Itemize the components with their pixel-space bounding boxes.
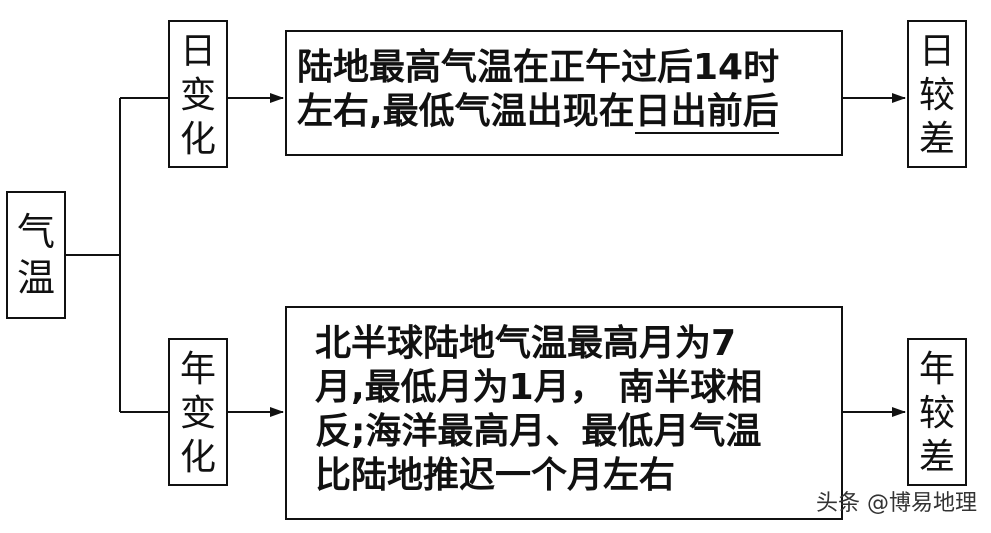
watermark: 头条 @博易地理 [816, 491, 977, 516]
annual-title-label: 年变化 [179, 349, 216, 478]
annual-line-2: 月,最低月为1月， 南半球相 [315, 367, 763, 408]
daily-content-text: 陆地最高气温在正午过后14时 左右,最低气温出现在日出前后 [297, 46, 779, 134]
daily-line-2: 左右,最低气温出现在日出前后 [297, 90, 779, 134]
annual-content-node: 北半球陆地气温最高月为7 月,最低月为1月， 南半球相 反;海洋最高月、最低月气… [285, 306, 843, 520]
annual-line-1: 北半球陆地气温最高月为7 [315, 323, 737, 364]
daily-content-node: 陆地最高气温在正午过后14时 左右,最低气温出现在日出前后 [285, 30, 843, 156]
annual-title-node: 年变化 [168, 338, 228, 486]
annual-result-label: 年较差 [918, 349, 955, 478]
annual-line-4: 比陆地推迟一个月左右 [315, 455, 676, 496]
daily-result-node: 日较差 [907, 20, 967, 168]
annual-line-3: 反;海洋最高月、最低月气温 [315, 411, 762, 452]
root-node: 气温 [6, 191, 66, 319]
root-label: 气温 [16, 210, 55, 300]
daily-underlined-text: 日出前后 [634, 91, 779, 134]
annual-content-text: 北半球陆地气温最高月为7 月,最低月为1月， 南半球相 反;海洋最高月、最低月气… [315, 322, 762, 498]
daily-result-label: 日较差 [918, 31, 955, 160]
daily-title-label: 日变化 [179, 31, 216, 160]
daily-line-1: 陆地最高气温在正午过后14时 [297, 47, 780, 88]
daily-title-node: 日变化 [168, 20, 228, 168]
annual-result-node: 年较差 [907, 338, 967, 486]
daily-line-2-text: 左右,最低气温出现在 [297, 91, 635, 132]
